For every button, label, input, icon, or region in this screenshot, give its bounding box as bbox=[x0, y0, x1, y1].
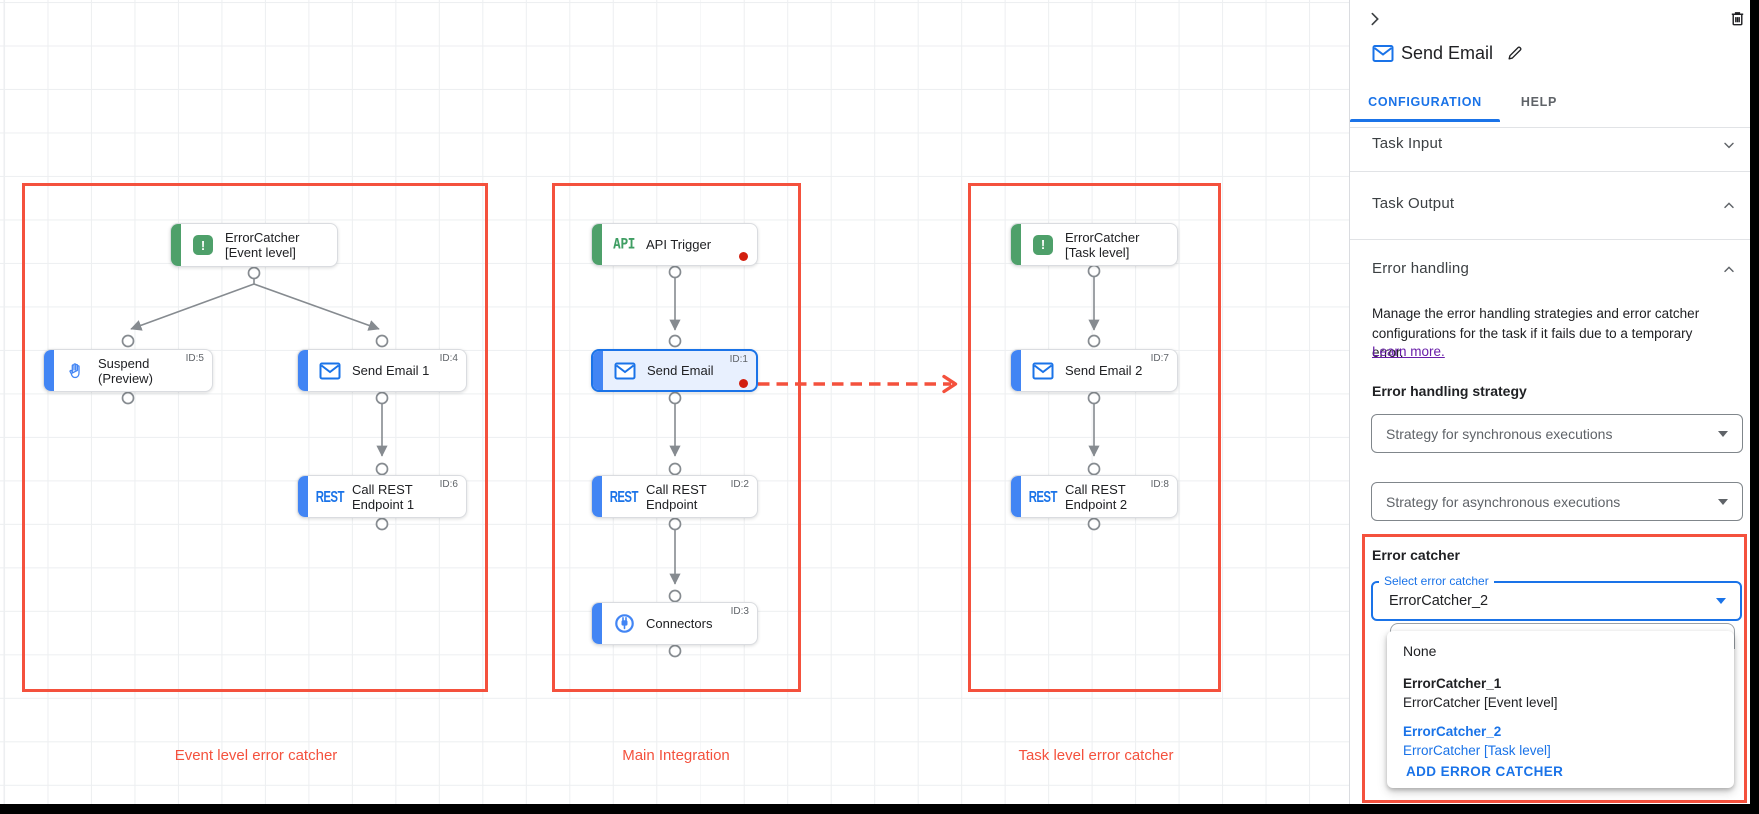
group-label-event-level: Event level error catcher bbox=[174, 747, 338, 764]
node-id-badge: ID:2 bbox=[730, 479, 749, 490]
mail-icon bbox=[1021, 362, 1065, 380]
node-accent-bar bbox=[298, 350, 308, 391]
add-error-catcher-button[interactable]: ADD ERROR CATCHER bbox=[1406, 764, 1564, 779]
menu-item-errorcatcher-1-description[interactable]: ErrorCatcher [Event level] bbox=[1403, 695, 1558, 710]
node-accent-bar bbox=[1011, 224, 1021, 265]
menu-item-errorcatcher-2[interactable]: ErrorCatcher_2 bbox=[1403, 724, 1502, 739]
node-errorcatcher-task-level[interactable]: ! ErrorCatcher[Task level] bbox=[1010, 223, 1178, 266]
async-strategy-value: Strategy for asynchronous executions bbox=[1386, 493, 1621, 510]
annotation-box-task-level bbox=[968, 183, 1221, 692]
task-config-panel: Send Email CONFIGURATION HELP Task Input… bbox=[1349, 0, 1759, 814]
dropdown-caret-icon bbox=[1716, 598, 1726, 604]
group-label-main-integration: Main Integration bbox=[622, 747, 730, 764]
api-icon: API bbox=[613, 236, 635, 253]
node-id-badge: ID:8 bbox=[1150, 479, 1169, 490]
connector-layer bbox=[121, 264, 1101, 658]
node-accent-bar bbox=[592, 603, 602, 644]
menu-item-none[interactable]: None bbox=[1403, 643, 1437, 659]
integration-canvas[interactable]: Event level error catcher Main Integrati… bbox=[0, 0, 1349, 814]
divider bbox=[1350, 239, 1759, 240]
sync-strategy-dropdown[interactable]: Strategy for synchronous executions bbox=[1371, 414, 1743, 453]
node-accent-bar bbox=[592, 476, 602, 517]
node-accent-bar bbox=[592, 224, 602, 265]
select-error-catcher-label: Select error catcher bbox=[1379, 574, 1494, 588]
error-handling-label: Error handling bbox=[1372, 260, 1470, 277]
collapse-panel-button[interactable] bbox=[1366, 10, 1384, 28]
dropdown-caret-icon bbox=[1718, 498, 1728, 505]
screen-edge-bottom bbox=[0, 804, 1759, 814]
node-id-badge: ID:4 bbox=[439, 353, 458, 364]
error-catcher-selected-value: ErrorCatcher_2 bbox=[1389, 593, 1489, 609]
annotation-box-main-integration bbox=[552, 183, 801, 692]
edit-title-button[interactable] bbox=[1506, 44, 1524, 62]
section-task-input[interactable]: Task Input bbox=[1350, 128, 1759, 171]
annotation-box-event-level bbox=[22, 183, 488, 692]
node-accent-bar bbox=[171, 224, 181, 266]
hand-icon bbox=[54, 361, 98, 381]
tab-indicator bbox=[1350, 119, 1500, 122]
node-send-email-1[interactable]: Send Email 1 ID:4 bbox=[297, 349, 467, 392]
node-connectors[interactable]: Connectors ID:3 bbox=[591, 602, 758, 645]
dropdown-caret-icon bbox=[1718, 430, 1728, 437]
sync-strategy-value: Strategy for synchronous executions bbox=[1386, 425, 1613, 442]
section-task-output[interactable]: Task Output bbox=[1350, 171, 1759, 239]
task-input-label: Task Input bbox=[1372, 135, 1443, 152]
node-send-email-2[interactable]: Send Email 2 ID:7 bbox=[1010, 349, 1178, 392]
chevron-down-icon bbox=[1721, 137, 1737, 153]
annotation-box-error-catcher bbox=[1362, 534, 1747, 803]
node-accent-bar bbox=[1011, 350, 1021, 391]
node-id-badge: ID:6 bbox=[439, 479, 458, 490]
divider bbox=[1350, 171, 1759, 172]
error-catcher-icon: ! bbox=[1021, 234, 1065, 255]
chevron-up-icon bbox=[1721, 197, 1737, 213]
node-id-badge: ID:1 bbox=[729, 354, 748, 365]
divider bbox=[1350, 127, 1759, 128]
chevron-up-icon bbox=[1721, 261, 1737, 277]
tab-help[interactable]: HELP bbox=[1520, 95, 1558, 109]
panel-title: Send Email bbox=[1401, 43, 1494, 63]
async-strategy-dropdown[interactable]: Strategy for asynchronous executions bbox=[1371, 482, 1743, 521]
node-accent-bar bbox=[1011, 476, 1021, 517]
mail-icon bbox=[1372, 44, 1394, 63]
node-accent-bar bbox=[44, 350, 54, 391]
node-errorcatcher-event-level[interactable]: ! ErrorCatcher[Event level] bbox=[170, 223, 338, 267]
node-id-badge: ID:5 bbox=[185, 353, 204, 364]
node-api-trigger[interactable]: API API Trigger bbox=[591, 223, 758, 266]
section-error-handling[interactable]: Error handling bbox=[1350, 246, 1759, 286]
group-label-task-level: Task level error catcher bbox=[1018, 747, 1174, 764]
tab-configuration[interactable]: CONFIGURATION bbox=[1368, 95, 1482, 109]
delete-task-button[interactable] bbox=[1728, 9, 1747, 28]
node-accent-bar bbox=[298, 476, 308, 517]
learn-more-link[interactable]: Learn more. bbox=[1372, 344, 1445, 359]
dashed-error-arrow bbox=[758, 374, 958, 394]
node-send-email-selected[interactable]: Send Email ID:1 bbox=[591, 349, 758, 392]
menu-item-errorcatcher-2-description[interactable]: ErrorCatcher [Task level] bbox=[1403, 743, 1551, 758]
error-dot bbox=[739, 252, 748, 261]
connector-icon bbox=[602, 613, 646, 634]
error-handling-description: Manage the error handling strategies and… bbox=[1372, 306, 1700, 360]
node-id-badge: ID:7 bbox=[1150, 353, 1169, 364]
rest-icon: REST bbox=[609, 487, 639, 506]
task-output-label: Task Output bbox=[1372, 195, 1455, 212]
node-accent-bar bbox=[593, 351, 603, 390]
error-handling-strategy-label: Error handling strategy bbox=[1372, 383, 1527, 399]
error-catcher-label: Error catcher bbox=[1372, 547, 1460, 563]
menu-item-errorcatcher-1[interactable]: ErrorCatcher_1 bbox=[1403, 676, 1502, 691]
error-catcher-icon: ! bbox=[181, 235, 225, 255]
node-id-badge: ID:3 bbox=[730, 606, 749, 617]
rest-icon: REST bbox=[1028, 487, 1058, 506]
mail-icon bbox=[308, 362, 352, 380]
node-suspend-preview[interactable]: Suspend(Preview) ID:5 bbox=[43, 349, 213, 392]
error-dot bbox=[739, 379, 748, 388]
screen-edge-right bbox=[1750, 0, 1759, 814]
mail-icon bbox=[603, 362, 647, 380]
rest-icon: REST bbox=[315, 487, 345, 506]
error-catcher-menu: None ErrorCatcher_1 ErrorCatcher [Event … bbox=[1387, 631, 1734, 788]
